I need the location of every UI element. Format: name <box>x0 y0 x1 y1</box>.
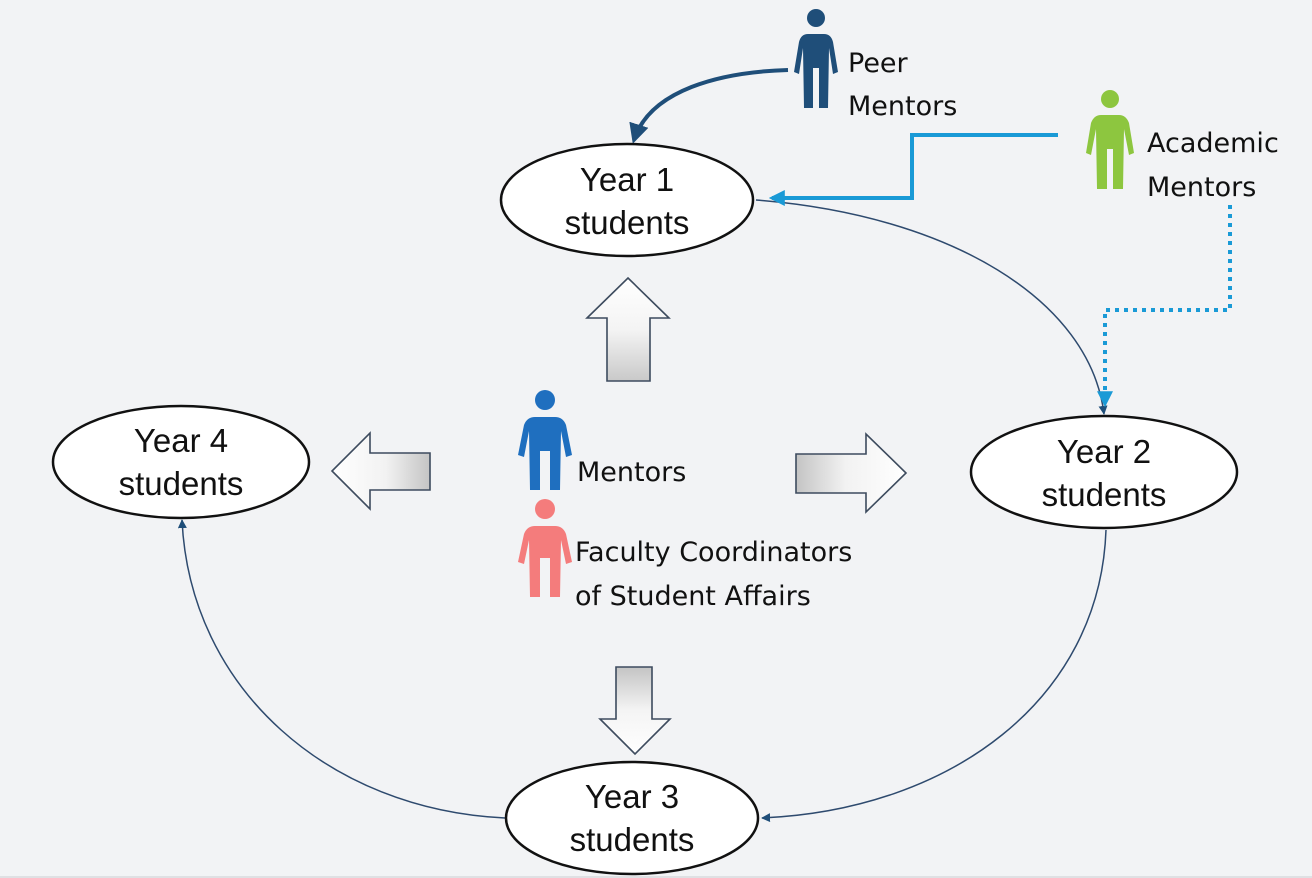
node-year3-line1: Year 3 <box>585 778 679 815</box>
node-year1-line1: Year 1 <box>580 161 674 198</box>
node-year2-line2: students <box>1042 476 1167 513</box>
node-year1-line2: students <box>565 204 690 241</box>
node-year2-line1: Year 2 <box>1057 433 1151 470</box>
faculty-coordinator-person-icon <box>518 499 572 597</box>
node-year1: Year 1 students <box>499 142 755 258</box>
connector-peer-mentors-to-year1 <box>629 68 789 144</box>
peer-mentors-label-line2: Mentors <box>848 91 957 122</box>
connector-year3-to-year4 <box>177 519 506 819</box>
peer-mentors-label-line1: Peer <box>848 48 909 79</box>
mentor-person-icon <box>518 390 572 490</box>
block-arrow-down <box>598 666 672 756</box>
block-arrow-up <box>585 276 671 382</box>
mentors-label: Mentors <box>577 457 686 488</box>
peer-mentor-person-icon <box>794 9 838 108</box>
connector-year1-to-year2 <box>755 199 1108 415</box>
node-year3: Year 3 students <box>504 760 760 876</box>
faculty-coordinators-label-line2: of Student Affairs <box>575 581 811 612</box>
node-year3-line2: students <box>570 821 695 858</box>
faculty-coordinators-label-line1: Faculty Coordinators <box>575 537 852 568</box>
connector-academic-mentors-to-year2 <box>1097 205 1232 408</box>
block-arrow-right <box>795 432 908 514</box>
node-year4-line2: students <box>119 465 244 502</box>
node-year4: Year 4 students <box>51 404 311 520</box>
academic-mentors-label-line2: Mentors <box>1147 172 1256 203</box>
connector-academic-mentors-to-year1 <box>768 133 1058 206</box>
node-year4-line1: Year 4 <box>134 422 228 459</box>
connector-year2-to-year3 <box>761 529 1107 823</box>
academic-mentor-person-icon <box>1086 90 1134 189</box>
node-year2: Year 2 students <box>969 414 1239 530</box>
block-arrow-left <box>330 431 431 511</box>
bottom-edge <box>0 876 1312 878</box>
academic-mentors-label-line1: Academic <box>1147 128 1279 159</box>
